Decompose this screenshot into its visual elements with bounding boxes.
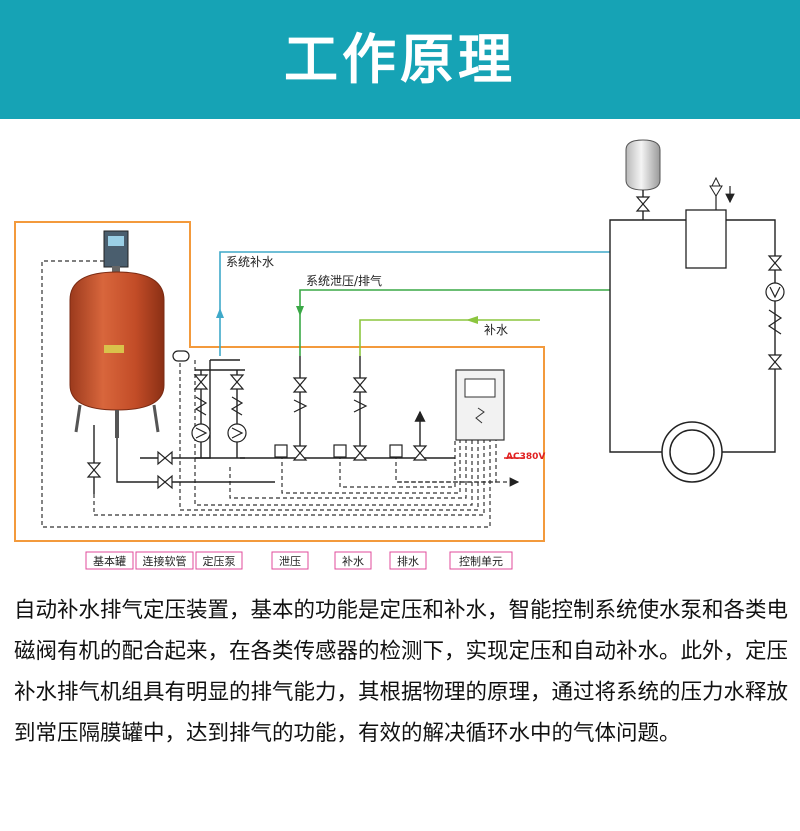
makeup-label: 补水 [484,323,508,337]
circulation-pump [661,421,723,483]
loop-fittings [765,255,785,370]
makeup-line [359,319,540,356]
legend-item-basic-tank: 基本罐 [93,554,126,568]
power-label: AC380V [506,452,545,462]
legend: 基本罐 连接软管 定压泵 泄压 补水 排水 控制单元 [85,551,513,570]
system-relief-line [299,289,610,356]
system-relief-label: 系统泄压/排气 [306,273,382,288]
header-banner: 工作原理 [0,0,800,119]
sensor-boxes [172,350,403,458]
legend-item-makeup: 补水 [342,555,364,568]
basic-tank [69,230,165,438]
system-makeup-label: 系统补水 [226,255,274,269]
working-principle-diagram: AC380V 系统补水 系统泄压/排气 补水 基本罐 [14,139,785,570]
valve-icons [86,374,428,490]
legend-item-pump: 定压泵 [203,554,236,568]
unit-boundary-frame [14,221,545,542]
page-title: 工作原理 [284,28,516,91]
legend-item-relief: 泄压 [279,555,301,568]
legend-item-drain: 排水 [397,554,419,568]
legend-item-control: 控制单元 [459,554,503,568]
pressure-pumps [191,396,368,443]
control-unit [455,369,505,441]
system-makeup-line [219,251,610,356]
legend-item-hose: 连接软管 [143,554,187,568]
heat-exchanger [685,176,735,269]
expansion-vessel [625,139,661,220]
description-paragraph: 自动补水排气定压装置，基本的功能是定压和补水，智能控制系统使水泵和各类电磁阀有机… [14,598,789,746]
